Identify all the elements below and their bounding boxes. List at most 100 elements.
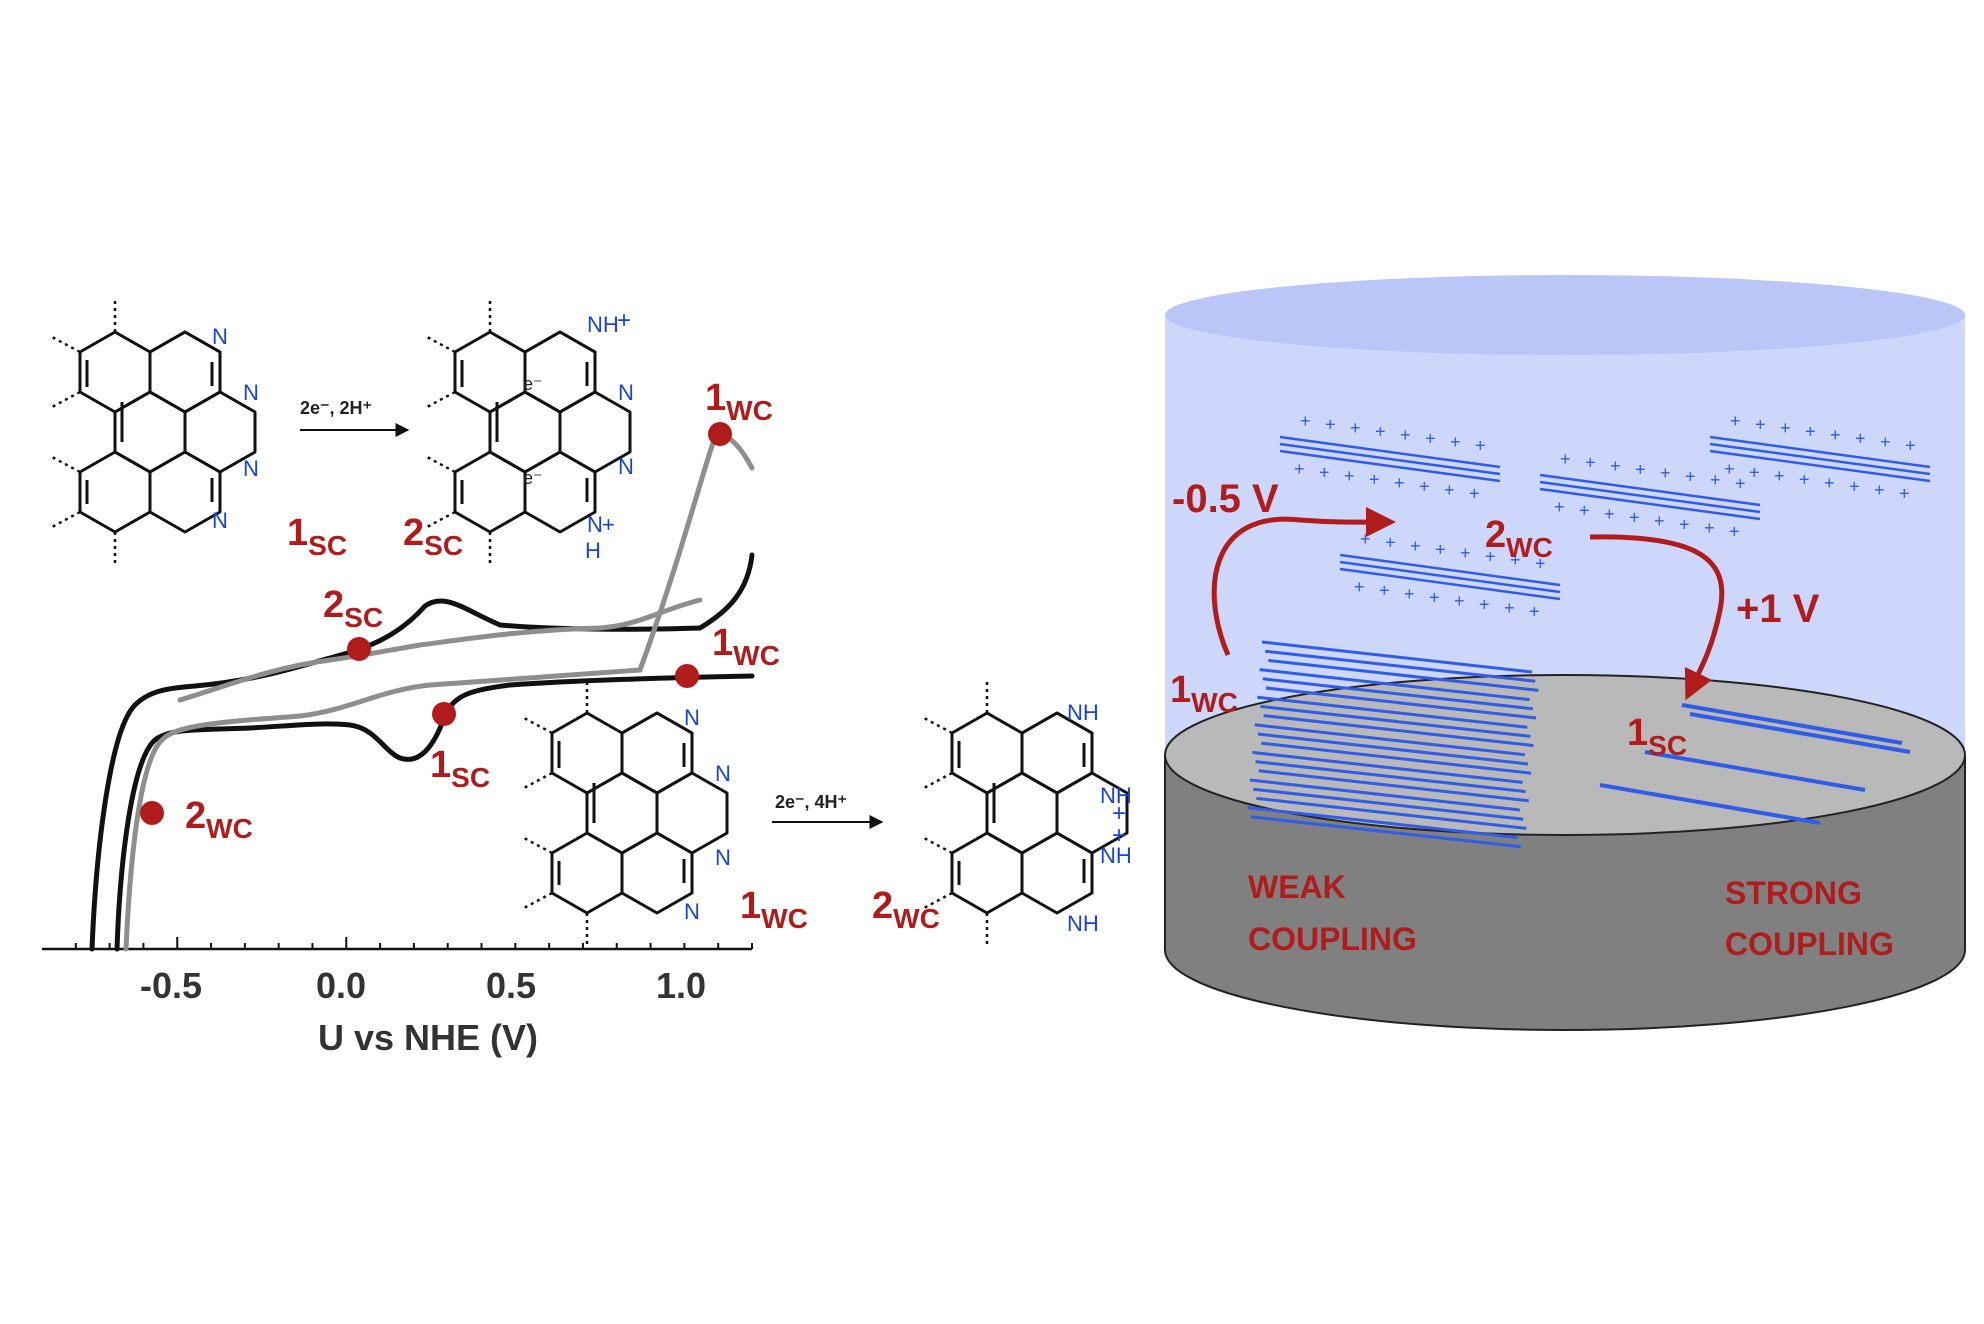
plus-charge: + <box>1749 463 1760 483</box>
plus-charge: + <box>1729 522 1740 542</box>
molecule-1sc: N N N N <box>50 298 259 566</box>
plus-charge: + <box>1410 536 1421 556</box>
plus-charge: + <box>1724 459 1735 479</box>
atom-h: H <box>585 538 601 563</box>
plus-charge: + <box>1419 477 1430 497</box>
label-sub: SC <box>451 762 490 793</box>
label-1sc-plot: 1SC <box>430 744 490 793</box>
stacked-molecule-line <box>1261 640 1533 674</box>
weak-coupling-stack <box>1247 640 1539 849</box>
plus-charge: + <box>1360 529 1371 549</box>
stacked-molecule-line <box>1256 796 1527 830</box>
plus-charge: + <box>1610 456 1621 476</box>
electrolyte-top <box>1165 275 1965 355</box>
stacked-molecule-line <box>1265 686 1537 720</box>
label-main: 1 <box>740 885 761 927</box>
charged-molecule-line <box>1279 442 1501 476</box>
plus-charge: + <box>1880 432 1891 452</box>
stacked-molecule-line <box>1258 769 1529 803</box>
label-main: 1 <box>1627 712 1648 754</box>
stacked-molecule-line <box>1249 778 1521 812</box>
electrode-top <box>1164 674 1966 836</box>
label-1wc-molecule: 1WC <box>740 885 808 934</box>
plus-charge: + <box>1654 511 1665 531</box>
label-sub: SC <box>1648 730 1687 761</box>
plus-charge: + <box>1450 432 1461 452</box>
label-1wc-cell: 1WC <box>1170 669 1238 718</box>
plus-charge: + <box>1824 473 1835 493</box>
stacked-molecule-line <box>1253 787 1524 821</box>
atom-n: N <box>618 454 634 479</box>
stacked-molecule-line <box>1257 732 1529 766</box>
cv-curve-gray-return <box>177 597 703 703</box>
plus-charge: + <box>1425 429 1436 449</box>
molecule-2sc: NH + N N N + H e⁻ e⁻ <box>425 298 634 566</box>
label-main: 1 <box>1170 669 1191 711</box>
plus-charge: + <box>1730 411 1741 431</box>
electron-label: e⁻ <box>523 468 543 488</box>
strong-coupled-line <box>1689 712 1911 754</box>
label-1wc-top-plot: 1WC <box>705 377 773 426</box>
label-2sc-plot: 2SC <box>323 584 383 633</box>
plus-charge: + <box>1460 543 1471 563</box>
tick-label-m05: -0.5 <box>140 965 202 1006</box>
charged-molecule-line <box>1539 473 1761 507</box>
charged-species: ++++++++++++++++++++++++++++++++++++++++… <box>1279 411 1931 622</box>
plus-charge: + <box>1444 480 1455 500</box>
plus-charge: + <box>1479 595 1490 615</box>
arrow-reduction <box>1211 507 1396 656</box>
marker-2wc <box>140 801 164 825</box>
charged-molecule-line <box>1539 480 1761 514</box>
atom-n: N <box>618 380 634 405</box>
plus-charge: + <box>1704 518 1715 538</box>
atom-plus: + <box>1112 822 1126 849</box>
label-2wc-molecule: 2WC <box>872 885 940 934</box>
plus-charge: + <box>1780 418 1791 438</box>
plus-charge: + <box>1799 470 1810 490</box>
label-sub: WC <box>733 640 780 671</box>
charged-molecule-line <box>1339 553 1561 587</box>
atom-nh: NH <box>1100 843 1132 868</box>
plus-charge: + <box>1755 415 1766 435</box>
stacked-molecule-line <box>1255 760 1526 794</box>
label-1sc-molecule: 1SC <box>287 512 347 561</box>
charged-molecule-line <box>1339 560 1561 594</box>
atom-n: N <box>243 456 259 481</box>
plus-charge: + <box>1375 422 1386 442</box>
arrow-oxidation <box>1589 534 1725 701</box>
stacked-molecule-line <box>1268 658 1539 692</box>
plus-charge: + <box>1874 480 1885 500</box>
label-main: 1 <box>287 512 308 554</box>
label-main: 1 <box>705 377 726 419</box>
atom-plus: + <box>1112 800 1126 827</box>
plus-charge: + <box>1435 540 1446 560</box>
plus-charge: + <box>1660 463 1671 483</box>
plus-charge: + <box>1529 602 1540 622</box>
plus-charge: + <box>1369 470 1380 490</box>
electron-label: e⁻ <box>523 374 543 394</box>
plus-charge: + <box>1849 477 1860 497</box>
plus-charge: + <box>1504 598 1515 618</box>
charged-molecule-line <box>1279 449 1501 483</box>
plus-charge: + <box>1485 547 1496 567</box>
tick-label-0: 0.0 <box>316 965 366 1006</box>
marker-1wc-top <box>708 422 732 446</box>
plus-charge: + <box>1604 504 1615 524</box>
cv-curve-gray <box>123 433 755 952</box>
charged-molecule-line <box>1339 567 1561 601</box>
reaction-top-label: 2e⁻, 2H⁺ <box>300 398 372 418</box>
atom-n: N <box>715 845 731 870</box>
electrolyte-column <box>1165 315 1965 755</box>
atom-n: N <box>212 508 228 533</box>
x-axis-title: U vs NHE (V) <box>318 1017 538 1058</box>
stacked-molecule-line <box>1265 649 1536 683</box>
marker-2sc <box>347 637 371 661</box>
marker-1wc-low <box>675 664 699 688</box>
label-sub: WC <box>761 903 808 934</box>
plus-charge: + <box>1404 584 1415 604</box>
label-1wc-low-plot: 1WC <box>712 622 780 671</box>
cv-markers: 2SC 1SC 1WC 1WC 2WC <box>140 377 780 844</box>
strong-coupled-line <box>1644 750 1866 792</box>
label-sub: WC <box>1191 687 1238 718</box>
plus-charge: + <box>1560 449 1571 469</box>
